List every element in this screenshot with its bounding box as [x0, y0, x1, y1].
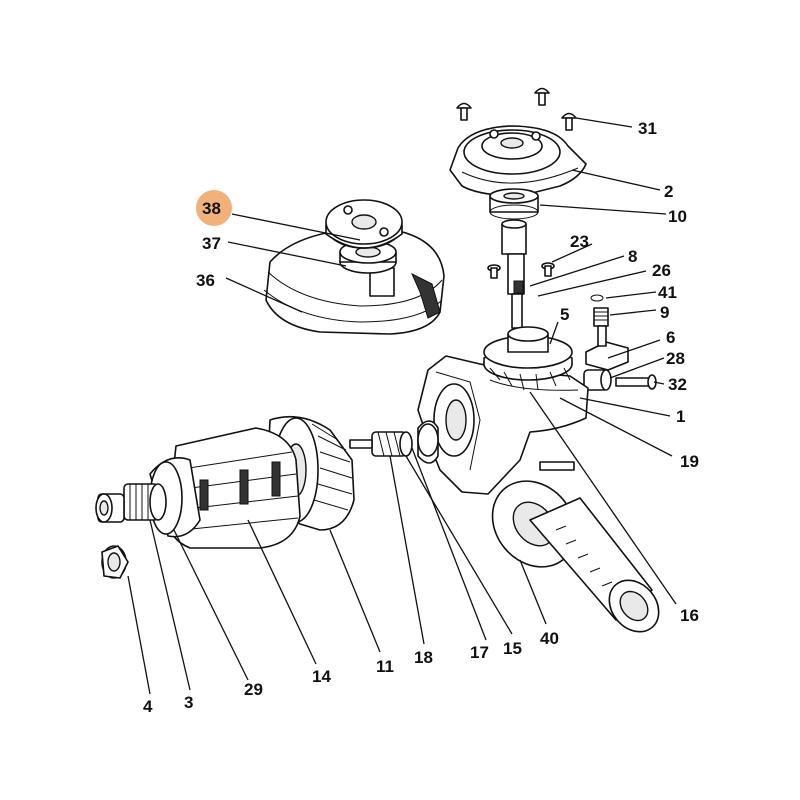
callout-37: 37 — [202, 234, 221, 253]
callout-29: 29 — [244, 680, 263, 699]
part-10-bearing — [489, 188, 539, 220]
callout-1: 1 — [676, 407, 685, 426]
callout-32: 32 — [668, 375, 687, 394]
callout-labels: 38 37 36 31 2 10 23 8 26 41 9 5 6 28 32 … — [143, 119, 699, 716]
callout-14: 14 — [312, 667, 331, 686]
part-32-screw — [615, 374, 657, 390]
callout-38: 38 — [202, 199, 221, 218]
part-6-lock-button — [585, 325, 629, 371]
callout-3: 3 — [184, 693, 193, 712]
part-18-pinion — [349, 431, 413, 457]
callout-8: 8 — [628, 247, 637, 266]
callout-6: 6 — [666, 328, 675, 347]
callout-38-highlight — [196, 190, 232, 226]
callout-16: 16 — [680, 606, 699, 625]
callout-10: 10 — [668, 207, 687, 226]
callout-17: 17 — [470, 643, 489, 662]
callout-41: 41 — [658, 283, 677, 302]
part-28-sleeve — [583, 369, 612, 391]
callout-18: 18 — [414, 648, 433, 667]
part-4-bearing — [95, 493, 129, 579]
callout-26: 26 — [652, 261, 671, 280]
part-8-spindle — [501, 219, 527, 329]
callout-31: 31 — [638, 119, 657, 138]
callout-11: 11 — [376, 657, 394, 676]
callout-36: 36 — [196, 271, 215, 290]
callout-19: 19 — [680, 452, 699, 471]
part-16-side-handle — [529, 497, 660, 633]
part-23-screws — [487, 262, 555, 279]
callout-40: 40 — [540, 629, 559, 648]
part-9-spring — [593, 307, 609, 327]
part-2-gear-cover — [449, 125, 587, 197]
callout-15: 15 — [503, 639, 522, 658]
part-1-gear-housing — [417, 355, 589, 495]
part-31-screws — [456, 87, 577, 131]
callout-2: 2 — [664, 182, 673, 201]
callout-4: 4 — [143, 697, 153, 716]
part-41-ring — [590, 294, 604, 302]
callout-5: 5 — [560, 305, 569, 324]
part-3-commutator — [123, 483, 167, 521]
callout-28: 28 — [666, 349, 685, 368]
part-5-bevel-gear — [483, 326, 573, 391]
part-36-disc-guard — [263, 227, 445, 335]
callout-9: 9 — [660, 303, 669, 322]
leader-lines — [127, 117, 677, 695]
part-38-flange-nut — [325, 199, 403, 249]
callout-23: 23 — [570, 232, 589, 251]
